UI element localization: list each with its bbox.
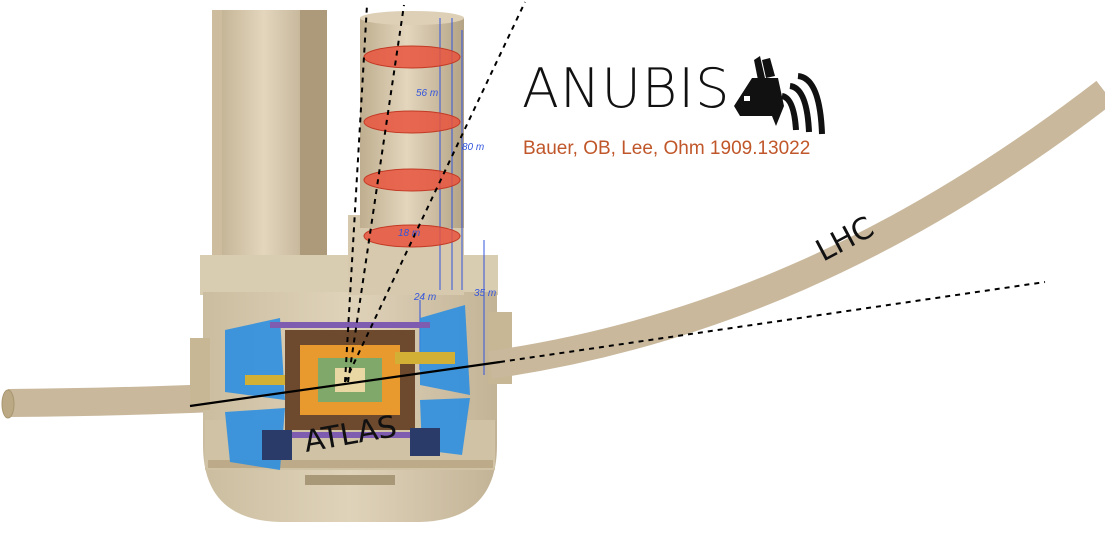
dimension-18m: 18 m	[398, 228, 420, 239]
acceptance-lines	[344, 1, 1046, 383]
atlas-detector	[225, 305, 470, 470]
lhc-beam-pipe	[488, 80, 1105, 379]
tracking-station-2	[363, 110, 461, 134]
tracking-station-4	[363, 224, 461, 248]
dashed-line-shallow	[499, 281, 1046, 363]
anubis-title: ANUBIS	[522, 57, 731, 120]
tracking-station-3	[363, 168, 461, 192]
dashed-line-shaft-right	[347, 4, 405, 383]
anubis-jackal-head-icon	[734, 56, 825, 135]
dimension-56m: 56 m	[416, 88, 438, 99]
anubis-tracking-stations	[363, 45, 461, 248]
dimension-24m: 24 m	[413, 292, 436, 303]
dashed-line-shaft-left	[344, 4, 368, 383]
left-access-shaft	[212, 10, 327, 268]
tracking-station-1	[363, 45, 461, 69]
dimension-35m: 35 m	[474, 288, 496, 299]
dashed-line-steep	[344, 1, 526, 383]
citation-text: Bauer, OB, Lee, Ohm 1909.13022	[523, 138, 811, 159]
lhc-beam-pipe-left	[1, 384, 216, 419]
dimension-80m: 80 m	[462, 142, 484, 153]
beam-axis-line	[189, 360, 501, 408]
